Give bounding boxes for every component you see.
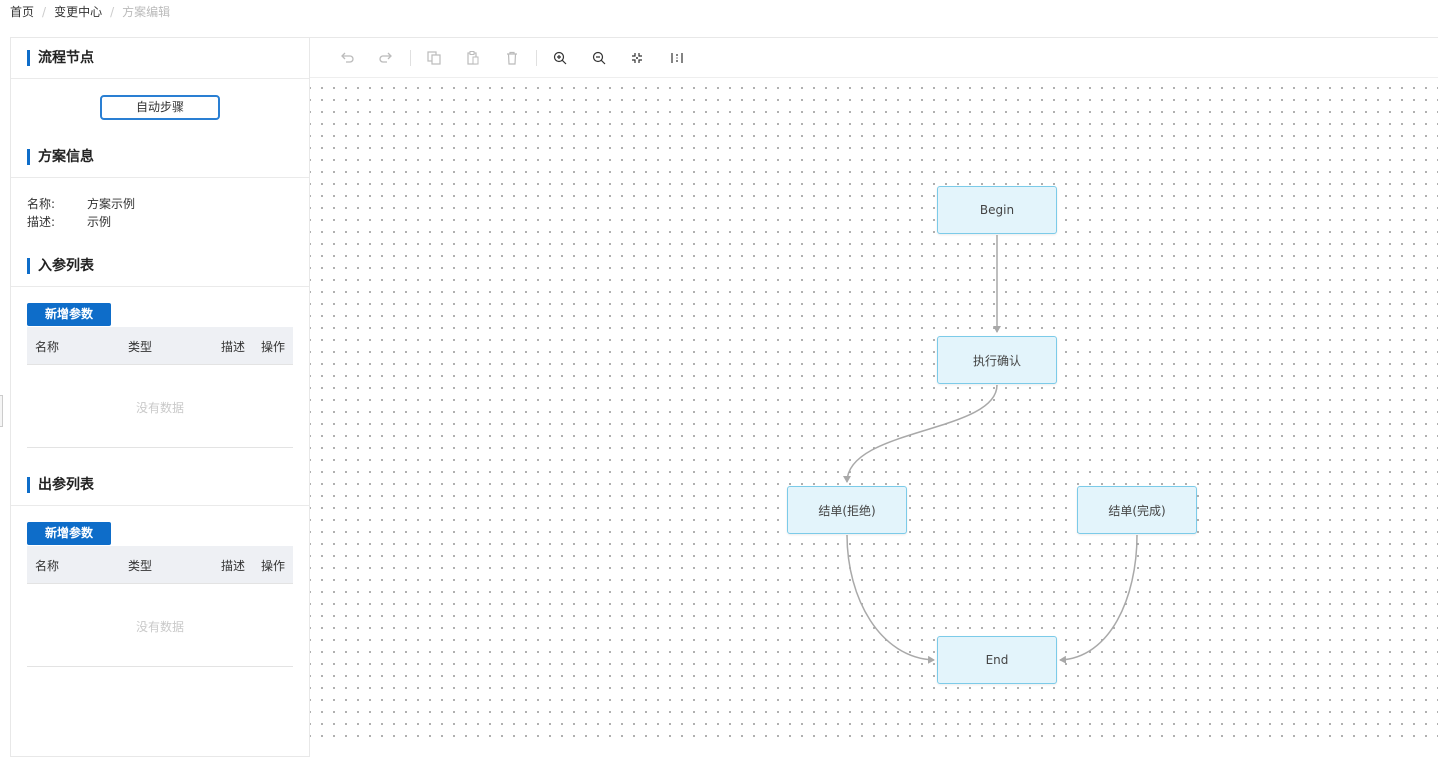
column-name[interactable]: 名称 bbox=[35, 559, 60, 573]
column-desc[interactable]: 描述 bbox=[221, 340, 246, 354]
plan-desc-label: 描述: bbox=[27, 215, 56, 229]
flow-node-confirm[interactable]: 执行确认 bbox=[937, 336, 1057, 384]
breadcrumb-current: 方案编辑 bbox=[122, 5, 171, 19]
divider bbox=[11, 177, 309, 178]
plan-name-label: 名称: bbox=[27, 197, 56, 211]
output-params-table-header: 名称 类型 描述 操作 bbox=[27, 546, 293, 584]
delete-icon[interactable] bbox=[502, 48, 522, 68]
breadcrumb-home[interactable]: 首页 bbox=[10, 5, 35, 19]
table-bottom-border bbox=[27, 666, 293, 667]
actual-size-icon[interactable] bbox=[667, 48, 687, 68]
left-panel: 流程节点 自动步骤 方案信息 名称: 方案示例 描述: 示例 入参列表 新增参数… bbox=[10, 37, 310, 757]
table-bottom-border bbox=[27, 447, 293, 448]
paste-icon[interactable] bbox=[463, 48, 483, 68]
breadcrumb-separator: / bbox=[42, 5, 47, 19]
zoom-out-icon[interactable] bbox=[589, 48, 609, 68]
zoom-in-icon[interactable] bbox=[550, 48, 570, 68]
column-desc[interactable]: 描述 bbox=[221, 559, 246, 573]
toolbar-divider bbox=[410, 50, 411, 66]
input-params-empty: 没有数据 bbox=[135, 401, 184, 415]
flow-nodes-title: 流程节点 bbox=[27, 50, 94, 66]
redo-icon[interactable] bbox=[376, 48, 396, 68]
collapse-handle[interactable] bbox=[0, 395, 3, 427]
plan-desc-row: 描述: 示例 bbox=[27, 213, 111, 230]
output-params-title: 出参列表 bbox=[27, 477, 94, 493]
fit-view-icon[interactable] bbox=[627, 48, 647, 68]
flow-editor: Begin 执行确认 结单(拒绝) 结单(完成) End bbox=[310, 37, 1438, 745]
divider bbox=[11, 505, 309, 506]
plan-name-row: 名称: 方案示例 bbox=[27, 195, 135, 212]
plan-desc-value: 示例 bbox=[87, 215, 112, 229]
breadcrumb-separator: / bbox=[110, 5, 115, 19]
flow-node-end[interactable]: End bbox=[937, 636, 1057, 684]
flow-node-begin[interactable]: Begin bbox=[937, 186, 1057, 234]
flow-node-complete[interactable]: 结单(完成) bbox=[1077, 486, 1197, 534]
canvas-grid[interactable] bbox=[310, 78, 1438, 745]
input-params-title: 入参列表 bbox=[27, 258, 94, 274]
add-input-param-button[interactable]: 新增参数 bbox=[27, 303, 111, 326]
plan-info-title: 方案信息 bbox=[27, 149, 94, 165]
divider bbox=[11, 78, 309, 79]
copy-icon[interactable] bbox=[424, 48, 444, 68]
editor-toolbar bbox=[310, 38, 1438, 78]
breadcrumb-change-center[interactable]: 变更中心 bbox=[54, 5, 103, 19]
column-action[interactable]: 操作 bbox=[261, 559, 286, 573]
auto-step-node[interactable]: 自动步骤 bbox=[100, 95, 220, 120]
column-type[interactable]: 类型 bbox=[128, 340, 153, 354]
toolbar-divider bbox=[536, 50, 537, 66]
plan-name-value: 方案示例 bbox=[87, 197, 136, 211]
breadcrumb: 首页 / 变更中心 / 方案编辑 bbox=[10, 4, 170, 20]
divider bbox=[11, 286, 309, 287]
add-output-param-button[interactable]: 新增参数 bbox=[27, 522, 111, 545]
output-params-empty: 没有数据 bbox=[135, 620, 184, 634]
column-type[interactable]: 类型 bbox=[128, 559, 153, 573]
flow-node-reject[interactable]: 结单(拒绝) bbox=[787, 486, 907, 534]
column-name[interactable]: 名称 bbox=[35, 340, 60, 354]
input-params-table-header: 名称 类型 描述 操作 bbox=[27, 327, 293, 365]
column-action[interactable]: 操作 bbox=[261, 340, 286, 354]
undo-icon[interactable] bbox=[337, 48, 357, 68]
